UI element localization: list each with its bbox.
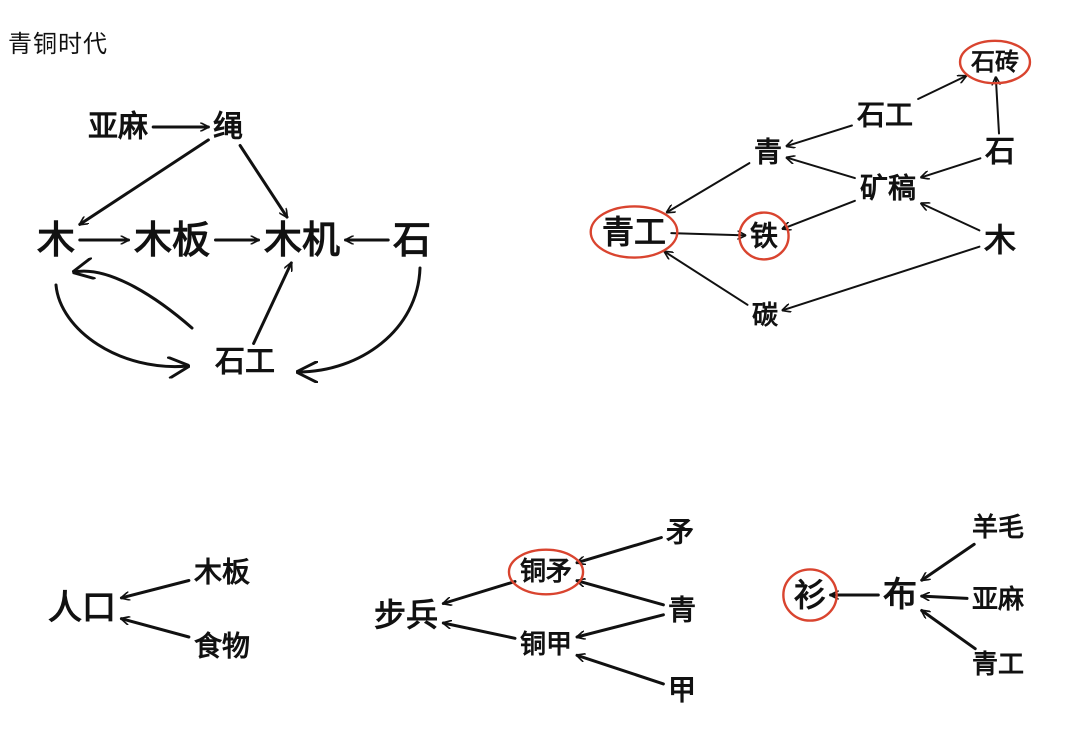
highlight-ring-g5-shan: [782, 568, 838, 622]
node-g2-mu: 木: [983, 221, 1016, 259]
edge-g2-kuanggao-to-qing: [787, 158, 856, 180]
node-g1-sheng: 绳: [213, 110, 243, 145]
node-g2-kuanggao: 矿稿: [860, 172, 916, 205]
edge-g2-shi-to-kuanggao: [921, 157, 982, 177]
node-g2-shizhuan: 石砖: [970, 48, 1019, 76]
node-g5-shan: 衫: [794, 576, 826, 614]
edge-g1-shigong-to-mu: [74, 271, 194, 330]
node-g2-qing: 青: [754, 136, 782, 169]
edge-g5-yama-to-bu: [920, 596, 969, 598]
edge-g3-muban-to-renkou: [121, 579, 191, 598]
node-g1-muban: 木板: [134, 218, 210, 262]
node-g1-shi: 石: [393, 218, 431, 262]
highlight-ring-g2-shizhuan: [958, 39, 1032, 85]
node-g2-tan: 碳: [752, 301, 779, 331]
edge-g4-mao-to-tongmao: [577, 536, 663, 563]
edge-g4-tongmao-to-bubing: [443, 580, 517, 604]
edge-g2-mu-to-kuanggao: [921, 203, 981, 232]
highlight-ring-g2-tie: [738, 211, 790, 261]
node-g2-tie: 铁: [750, 220, 778, 253]
node-g4-tongmao: 铜矛: [520, 557, 572, 587]
node-g2-qinggong: 青工: [602, 213, 666, 251]
node-g1-muji: 木机: [264, 218, 340, 262]
edge-g2-shigong-to-qing: [787, 124, 853, 147]
node-g4-jia: 甲: [668, 674, 696, 707]
node-g2-shigong: 石工: [856, 99, 913, 132]
node-g5-bu: 布: [883, 575, 917, 615]
edge-g4-qing-to-tongmao: [577, 581, 665, 607]
edge-g2-shigong-to-shizhuan: [917, 76, 966, 100]
node-g5-yama: 亚麻: [972, 585, 1025, 615]
node-g1-shigong: 石工: [214, 345, 275, 380]
edge-g2-mu-to-tan: [783, 245, 981, 311]
node-g5-qinggong: 青工: [972, 650, 1024, 680]
edge-g2-qinggong-to-tie: [670, 233, 747, 235]
edge-g2-tan-to-qinggong: [665, 252, 749, 306]
node-g3-shiwu: 食物: [194, 630, 250, 663]
edge-g2-kuanggao-to-tie: [783, 199, 856, 229]
node-g4-qing: 青: [668, 594, 696, 627]
highlight-ring-g2-qinggong: [589, 205, 679, 259]
node-g2-shi: 石: [984, 135, 1015, 170]
highlight-ring-g4-tongmao: [507, 548, 585, 596]
node-g3-muban: 木板: [193, 556, 250, 589]
edge-g5-qinggong-to-bu: [922, 611, 977, 651]
node-g4-bubing: 步兵: [374, 596, 438, 634]
page-title: 青铜时代: [8, 30, 108, 58]
edge-g1-shigong-to-muji: [252, 263, 293, 345]
node-g3-renkou: 人口: [48, 588, 116, 628]
node-g1-yama: 亚麻: [88, 110, 149, 145]
edge-g1-mu-to-shigong: [54, 283, 188, 367]
node-g4-tongjia: 铜甲: [520, 630, 572, 660]
edge-g4-qing-to-tongjia: [577, 613, 665, 637]
edge-g1-sheng-to-mu: [80, 138, 210, 226]
edge-g2-shi-to-shizhuan: [996, 77, 999, 135]
edge-g3-shiwu-to-renkou: [121, 619, 191, 639]
edge-g1-shi-to-shigong: [298, 266, 422, 372]
node-g4-mao: 矛: [666, 516, 694, 549]
edge-g2-qing-to-qinggong: [667, 162, 751, 212]
node-g1-mu: 木: [37, 218, 75, 262]
node-g5-yangmao: 羊毛: [972, 512, 1024, 543]
edge-g4-jia-to-tongjia: [577, 655, 665, 686]
edge-g5-yangmao-to-bu: [922, 542, 976, 582]
edge-g4-tongjia-to-bubing: [443, 623, 517, 640]
edge-g1-sheng-to-muji: [238, 144, 289, 218]
